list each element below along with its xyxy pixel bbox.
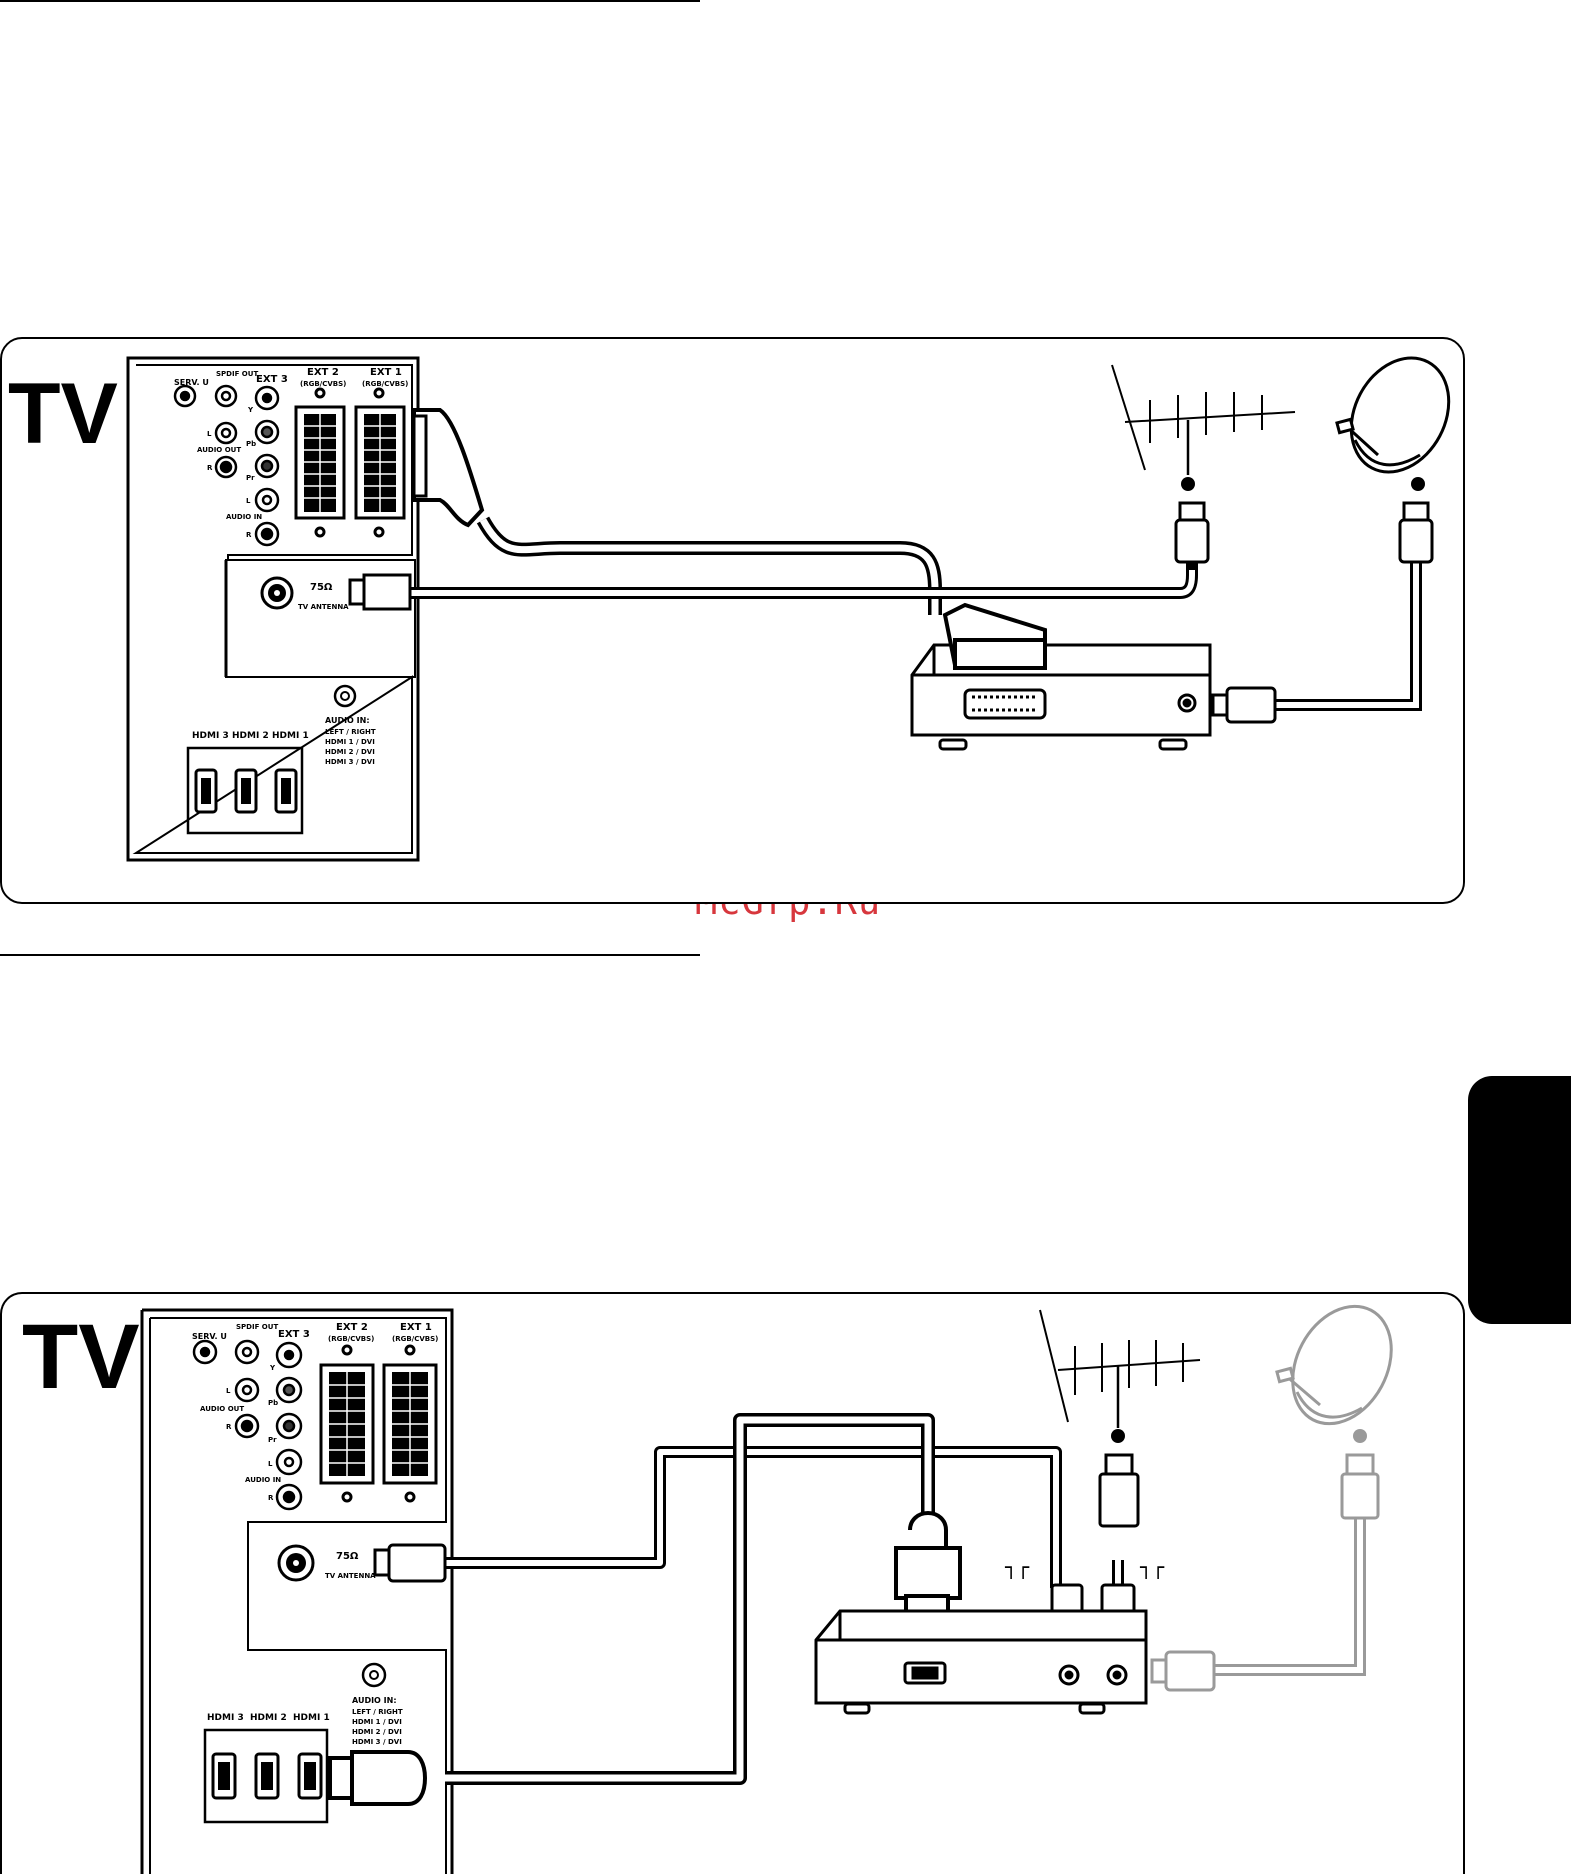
diagram-2-panel xyxy=(0,1292,1465,1874)
top-rule xyxy=(0,0,700,2)
side-tab xyxy=(1468,1076,1571,1324)
middle-rule xyxy=(0,954,700,956)
diagram-1-panel xyxy=(0,337,1465,904)
